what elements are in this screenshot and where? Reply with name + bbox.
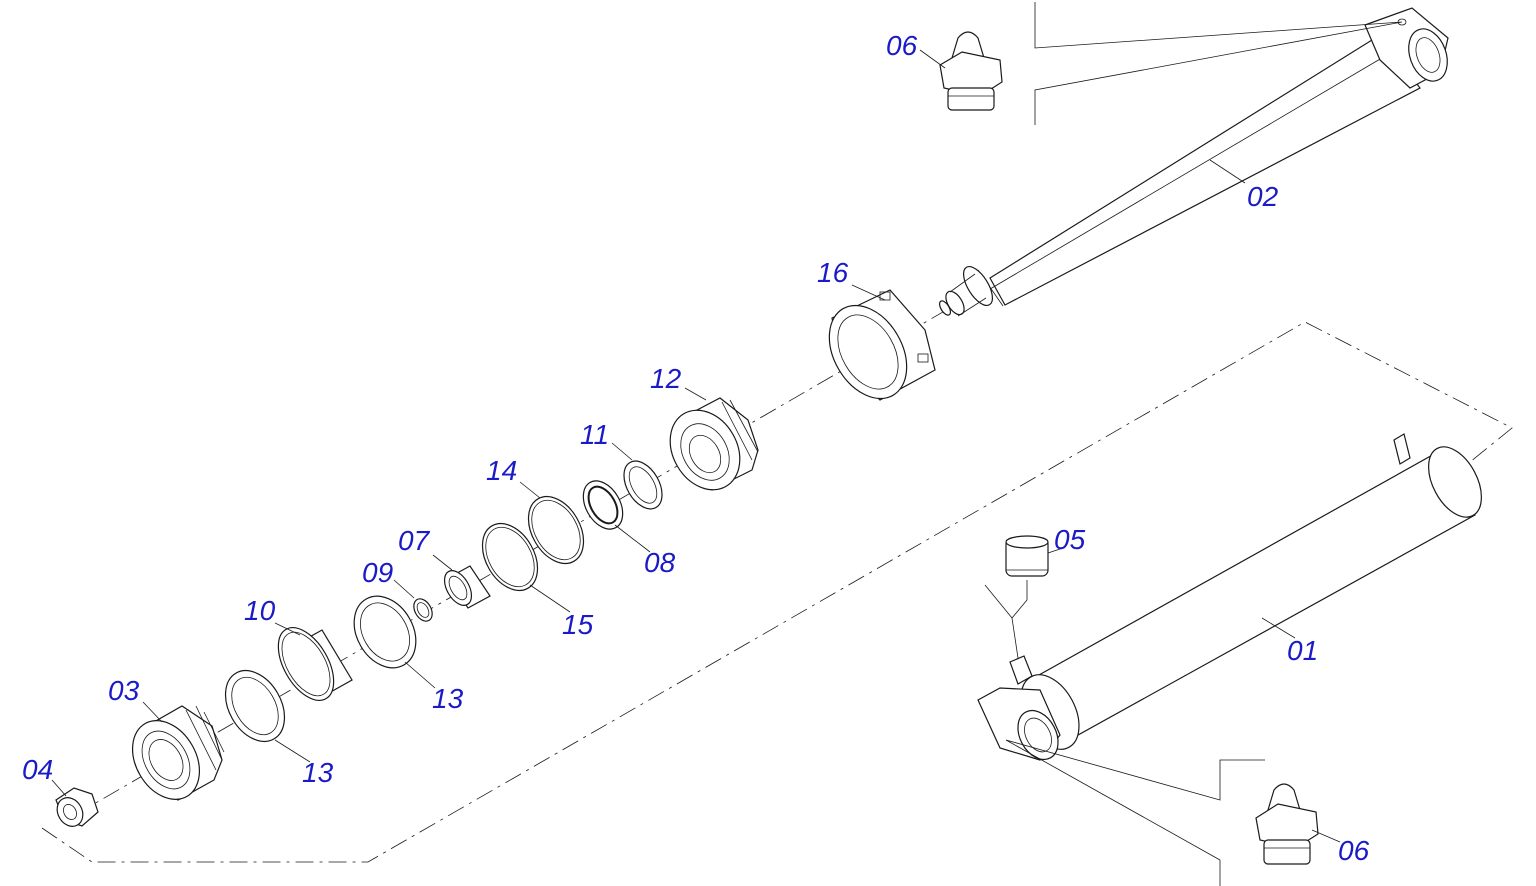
callout-10: 10 [244, 595, 276, 626]
callout-07: 07 [398, 525, 431, 556]
callout-15: 15 [562, 609, 594, 640]
callout-13-upper: 13 [432, 683, 464, 714]
callout-06-bottom: 06 [1338, 835, 1370, 866]
part-07-bushing [443, 565, 491, 609]
part-12-piston [669, 397, 759, 491]
part-09-small-ring [413, 598, 433, 622]
callout-04: 04 [22, 754, 53, 785]
callout-11: 11 [580, 419, 609, 450]
callout-03: 03 [108, 675, 140, 706]
callout-01: 01 [1287, 635, 1318, 666]
callout-13-lower: 13 [302, 757, 334, 788]
callout-leaders [51, 49, 1341, 843]
callout-16: 16 [817, 257, 849, 288]
leader-eye-to-06-top [1034, 2, 1403, 125]
part-16-gland-nut [828, 289, 936, 401]
callout-08: 08 [644, 547, 676, 578]
leader-clevis-to-06-bottom [1005, 739, 1265, 886]
callout-02: 02 [1247, 181, 1279, 212]
part-06-grease-nipple-bottom [1255, 783, 1319, 865]
part-04-lock-nut [55, 787, 99, 827]
part-05-cap [1005, 535, 1049, 577]
part-08-seal [582, 480, 624, 530]
part-15-o-ring [481, 522, 539, 592]
part-11-ring [623, 460, 663, 510]
callout-06-top: 06 [886, 30, 918, 61]
assembly-boundary [41, 321, 1513, 863]
part-14-o-ring [527, 495, 585, 565]
callout-14: 14 [486, 455, 517, 486]
leader-05-to-fitting [984, 580, 1028, 659]
part-01-cylinder-barrel [977, 433, 1482, 761]
part-13-seal-ring-upper [353, 595, 417, 669]
part-13-seal-ring-lower [224, 670, 286, 742]
part-03-gland [131, 705, 225, 801]
callout-09: 09 [362, 557, 393, 588]
part-06-grease-nipple-top [939, 31, 1003, 111]
part-02-piston-rod [938, 7, 1449, 317]
callout-05: 05 [1054, 524, 1086, 555]
part-10-wear-band [277, 627, 353, 701]
callout-12: 12 [650, 363, 682, 394]
